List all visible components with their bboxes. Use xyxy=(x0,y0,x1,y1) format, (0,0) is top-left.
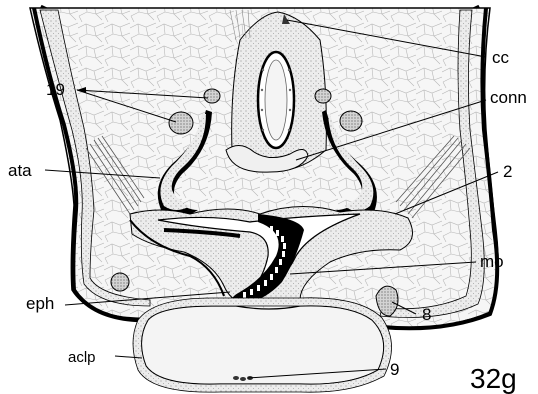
label-aclp: aclp xyxy=(68,349,96,366)
label-mo: mo xyxy=(480,252,504,271)
label-ata: ata xyxy=(8,161,32,180)
label-2: 2 xyxy=(503,162,512,181)
label-cc: cc xyxy=(492,48,510,67)
label-9: 9 xyxy=(390,360,399,379)
figure-label: 32g xyxy=(470,363,517,394)
label-19: 19 xyxy=(46,80,65,99)
label-8: 8 xyxy=(422,305,431,324)
label-conn: conn xyxy=(490,88,527,107)
label-eph: eph xyxy=(26,294,54,313)
